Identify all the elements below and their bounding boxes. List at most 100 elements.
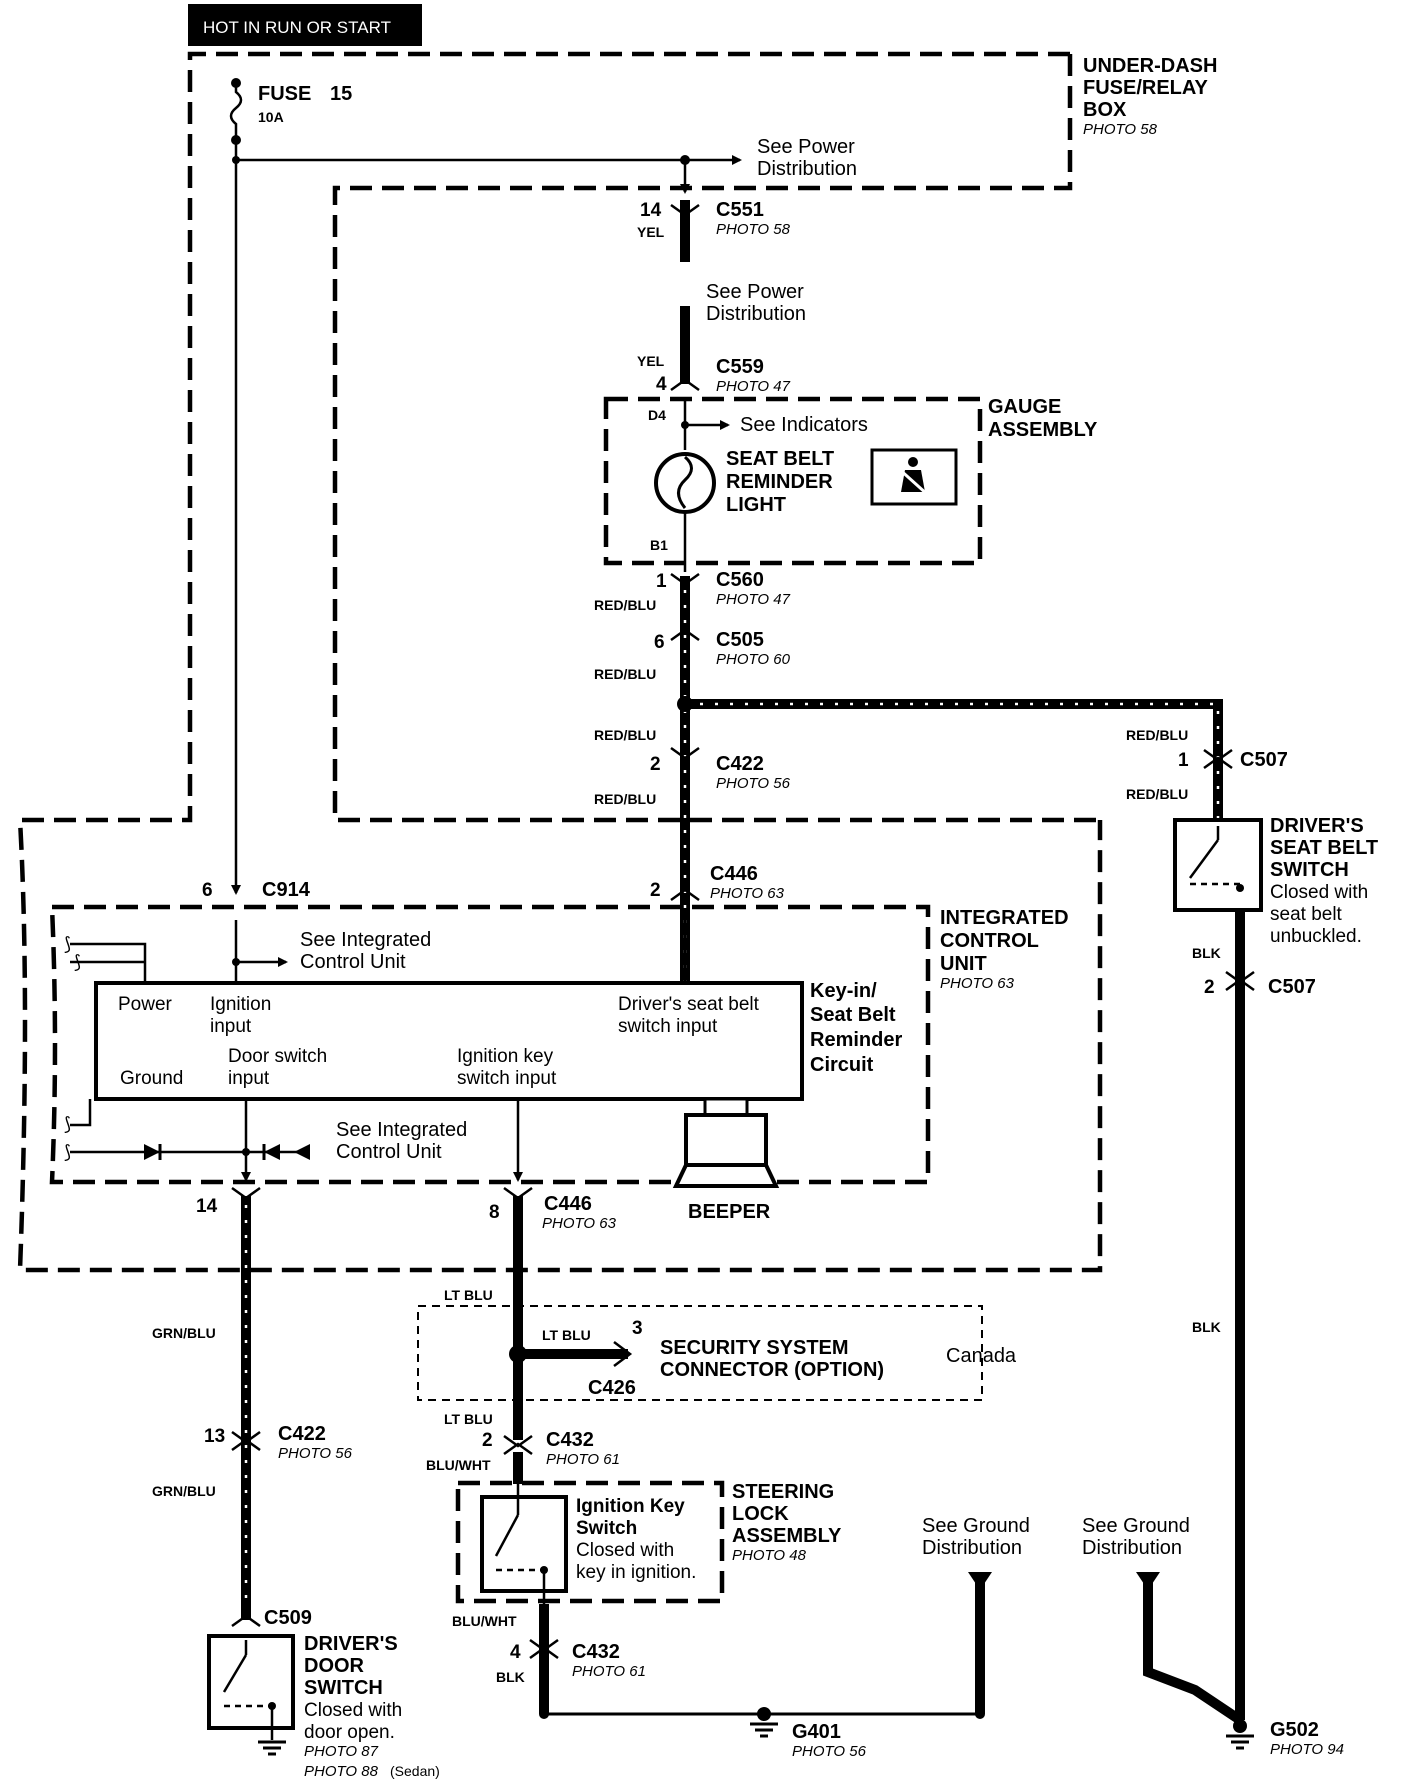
header-title: HOT IN RUN OR START <box>203 18 391 37</box>
door-switch-box <box>207 1634 295 1730</box>
door-switch-photo2: PHOTO 88 <box>304 1763 379 1780</box>
gauge-pin-b1: B1 <box>650 537 668 553</box>
see-power-1-l2: Distribution <box>757 158 857 180</box>
icu-see-bottom-2: Control Unit <box>336 1141 442 1163</box>
ignkey-sw-l1: Ignition Key <box>576 1496 685 1517</box>
c432-bottom-wire-below: BLK <box>496 1669 525 1685</box>
light-l3: LIGHT <box>726 494 786 516</box>
c446-top-pin: 2 <box>650 880 661 901</box>
door-c422-pin: 13 <box>204 1426 225 1447</box>
see-power-2-l2: Distribution <box>706 303 806 325</box>
icu-ignkey-1: Ignition key <box>457 1046 554 1067</box>
gauge-name-1: GAUGE <box>988 396 1061 418</box>
c560-wire: RED/BLU <box>594 597 656 613</box>
steering-name-2: LOCK <box>732 1503 789 1525</box>
see-ground-1-l2: Distribution <box>922 1537 1022 1559</box>
c432-top-id: C432 <box>546 1429 594 1451</box>
key-in-circuit-box <box>94 981 804 1101</box>
see-power-1-l1: See Power <box>757 136 855 158</box>
security-wire-below: LT BLU <box>444 1411 493 1427</box>
seat-belt-switch-l1: DRIVER'S <box>1270 815 1364 837</box>
icu-name-2: CONTROL <box>940 930 1039 952</box>
c551-wire: YEL <box>637 224 665 240</box>
door-switch-photo1: PHOTO 87 <box>304 1743 379 1760</box>
c560-photo: PHOTO 47 <box>716 591 791 608</box>
icu-ground: Ground <box>120 1068 183 1089</box>
c432-top-wire: BLU/WHT <box>426 1457 491 1473</box>
under-dash-name-1: UNDER-DASH <box>1083 55 1217 77</box>
c559-photo: PHOTO 47 <box>716 378 791 395</box>
icu-ignition-1: Ignition <box>210 994 271 1015</box>
icu-ignkey-2: switch input <box>457 1068 557 1089</box>
c422-photo: PHOTO 56 <box>716 775 791 792</box>
security-pin: 3 <box>632 1318 643 1339</box>
c446-bottom-pin: 8 <box>489 1202 500 1223</box>
door-switch-l2: DOOR <box>304 1655 365 1677</box>
c446-bottom-id: C446 <box>544 1193 592 1215</box>
icu-ignition-2: input <box>210 1016 252 1037</box>
c505-photo: PHOTO 60 <box>716 651 791 668</box>
door-switch-l3: SWITCH <box>304 1677 383 1699</box>
door-switch-d2: door open. <box>304 1722 395 1743</box>
under-dash-name-3: BOX <box>1083 99 1127 121</box>
c432-bottom-pin: 4 <box>510 1642 521 1663</box>
seat-belt-switch-d1: Closed with <box>1270 882 1368 903</box>
c507b-id: C507 <box>1268 976 1316 998</box>
fuse-rating: 10A <box>258 109 284 125</box>
under-dash-box-outline <box>17 51 1103 1273</box>
security-wire: LT BLU <box>542 1327 591 1343</box>
c507-pin: 1 <box>1178 750 1189 771</box>
fuse-symbol <box>229 83 243 140</box>
icu-belt-1: Driver's seat belt <box>618 994 760 1015</box>
under-dash-inner-outline <box>332 54 1100 823</box>
circuit-l4: Circuit <box>810 1054 874 1076</box>
seat-belt-switch-d3: unbuckled. <box>1270 926 1362 947</box>
gauge-outline <box>603 396 983 566</box>
c422-wire-below: RED/BLU <box>594 791 656 807</box>
ignkey-sw-l2: Switch <box>576 1518 637 1539</box>
door-wire2-label: GRN/BLU <box>152 1483 216 1499</box>
c507-wire-below: RED/BLU <box>1126 786 1188 802</box>
g401-photo: PHOTO 56 <box>792 1743 867 1760</box>
c432-top-pin: 2 <box>482 1430 493 1451</box>
c914-pin: 6 <box>202 880 213 901</box>
g502-id: G502 <box>1270 1719 1319 1741</box>
icu-see-top-1: See Integrated <box>300 929 431 951</box>
c914-id: C914 <box>262 879 311 901</box>
ignkey-sw-d2: key in ignition. <box>576 1562 696 1583</box>
icu-door-1: Door switch <box>228 1046 327 1067</box>
door-switch-photo2-note: (Sedan) <box>390 1763 440 1779</box>
steering-outline <box>455 1480 725 1604</box>
door-wire-label: GRN/BLU <box>152 1325 216 1341</box>
light-l1: SEAT BELT <box>726 448 834 470</box>
see-power-2-l1: See Power <box>706 281 804 303</box>
c559-id: C559 <box>716 356 764 378</box>
c432-bottom-wire-above: BLU/WHT <box>452 1613 517 1629</box>
gauge-name-2: ASSEMBLY <box>988 419 1098 441</box>
c446-top-photo: PHOTO 63 <box>710 885 785 902</box>
door-switch-l1: DRIVER'S <box>304 1633 398 1655</box>
c560-pin: 1 <box>656 571 667 592</box>
see-ground-2-l1: See Ground <box>1082 1515 1190 1537</box>
see-ground-2-l2: Distribution <box>1082 1537 1182 1559</box>
c422-pin: 2 <box>650 754 661 775</box>
c505-wire: RED/BLU <box>594 666 656 682</box>
c446-top-id: C446 <box>710 863 758 885</box>
seat-belt-branch-wire <box>685 699 1223 820</box>
security-l2: CONNECTOR (OPTION) <box>660 1359 884 1381</box>
beeper-label: BEEPER <box>688 1201 771 1223</box>
see-ground-1-l1: See Ground <box>922 1515 1030 1537</box>
svg-text:⟆: ⟆ <box>74 952 81 972</box>
c422-wire-above: RED/BLU <box>594 727 656 743</box>
security-note: Canada <box>946 1345 1017 1367</box>
c505-id: C505 <box>716 629 764 651</box>
circuit-l3: Reminder <box>810 1029 902 1051</box>
c426-id: C426 <box>588 1377 636 1399</box>
c507-id: C507 <box>1240 749 1288 771</box>
g502-wire: BLK <box>1192 1319 1221 1335</box>
see-indicators: See Indicators <box>740 414 868 436</box>
icu-door-2: input <box>228 1068 270 1089</box>
beeper-icon <box>684 1113 768 1167</box>
c559-wire: YEL <box>637 353 665 369</box>
